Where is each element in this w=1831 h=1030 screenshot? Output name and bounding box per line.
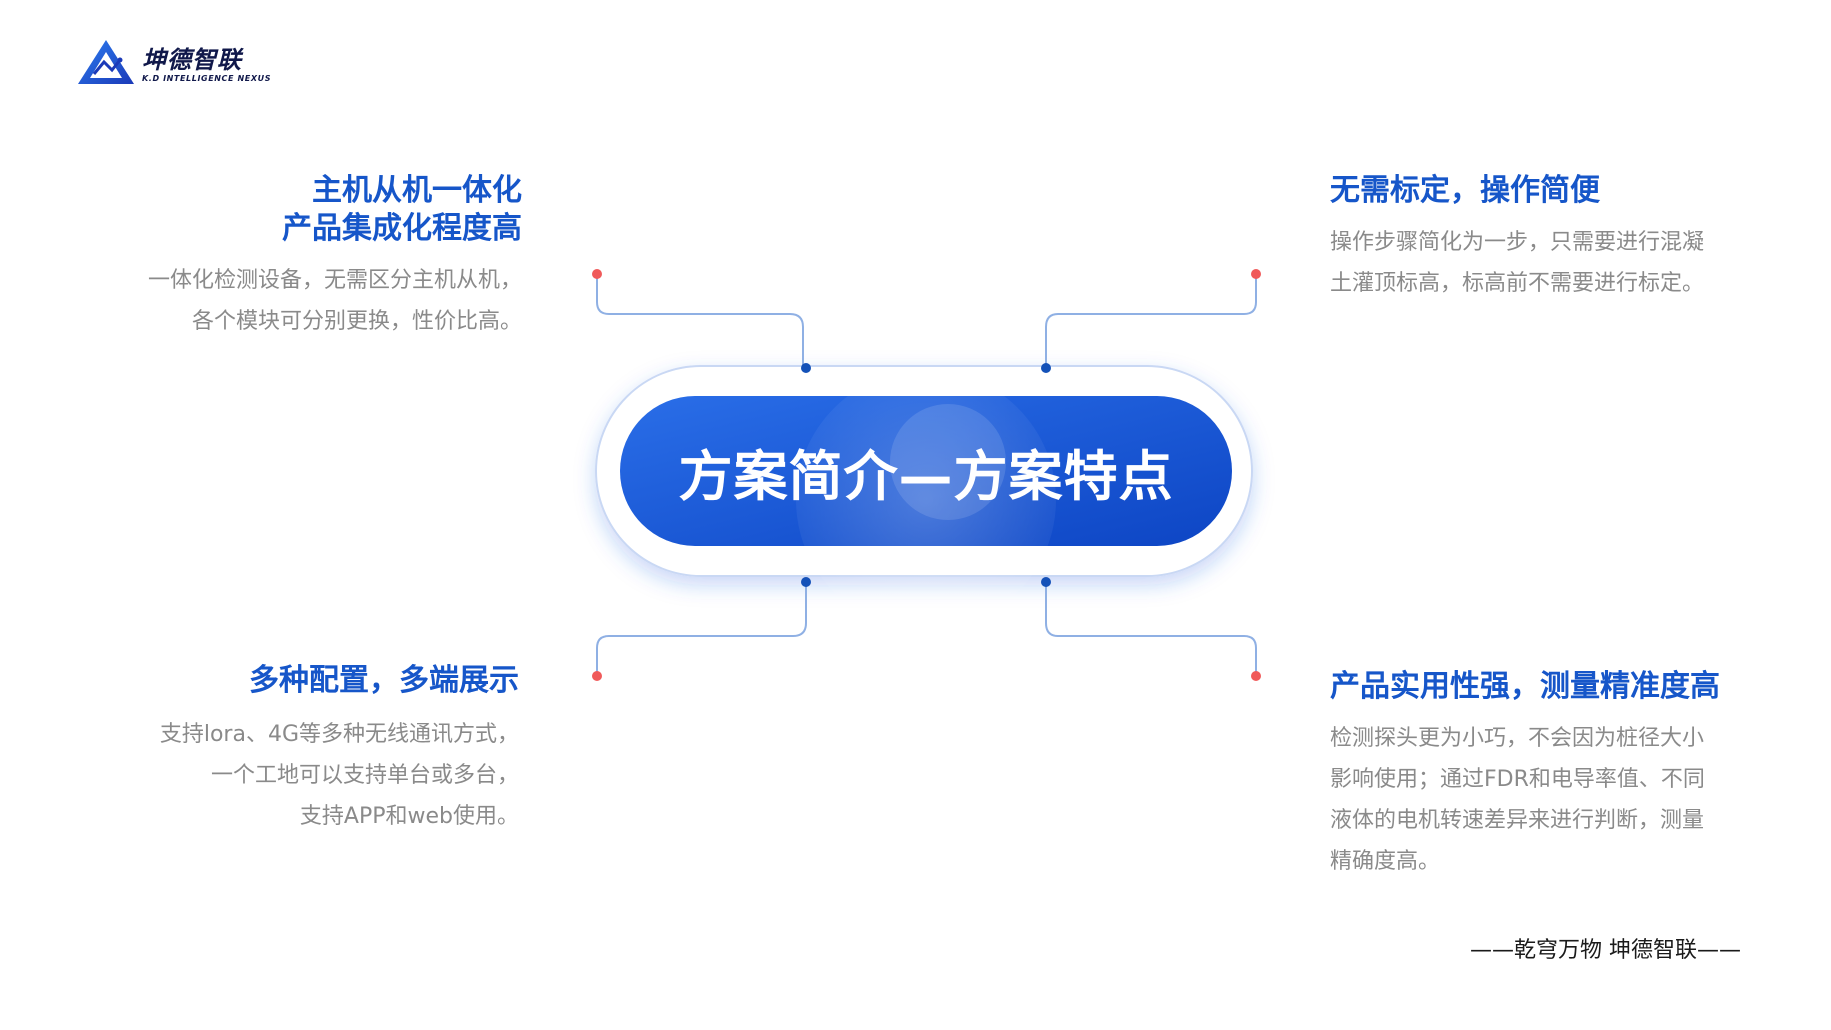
body-line: 影响使用；通过FDR和电导率值、不同 [1330, 767, 1705, 792]
feature-bottom-right: 产品实用性强，测量精准度高 检测探头更为小巧，不会因为桩径大小 影响使用；通过F… [1330, 668, 1750, 882]
heading-line: 多种配置，多端展示 [249, 663, 519, 698]
heading-line: 主机从机一体化 [312, 173, 522, 208]
body-line: 一体化检测设备，无需区分主机从机， [147, 268, 522, 293]
body-line: 精确度高。 [1330, 849, 1441, 874]
connector-bottom-right [1045, 582, 1257, 675]
logo-tagline: K.D INTELLIGENCE NEXUS [142, 74, 272, 83]
feature-body: 一体化检测设备，无需区分主机从机， 各个模块可分别更换，性价比高。 [102, 260, 522, 342]
connector-top-left [596, 276, 804, 366]
feature-body: 操作步骤简化为一步，只需要进行混凝 土灌顶标高，标高前不需要进行标定。 [1330, 222, 1750, 304]
feature-body: 检测探头更为小巧，不会因为桩径大小 影响使用；通过FDR和电导率值、不同 液体的… [1330, 718, 1750, 882]
center-title: 方案简介—方案特点 [678, 444, 1174, 508]
feature-heading: 多种配置，多端展示 [99, 662, 519, 700]
feature-top-right: 无需标定，操作简便 操作步骤简化为一步，只需要进行混凝 土灌顶标高，标高前不需要… [1330, 172, 1750, 304]
dot-red-bottom-left [592, 671, 602, 681]
heading-line: 产品实用性强，测量精准度高 [1330, 669, 1720, 704]
dot-red-top-right [1251, 269, 1261, 279]
dot-red-bottom-right [1251, 671, 1261, 681]
dot-red-top-left [592, 269, 602, 279]
feature-bottom-left: 多种配置，多端展示 支持lora、4G等多种无线通讯方式， 一个工地可以支持单台… [99, 662, 519, 837]
brand-logo: 坤德智联 K.D INTELLIGENCE NEXUS [76, 38, 270, 88]
pill-bubble-top [890, 404, 1006, 520]
heading-line: 无需标定，操作简便 [1330, 173, 1600, 208]
feature-heading: 主机从机一体化 产品集成化程度高 [102, 172, 522, 248]
logo-name: 坤德智联 [142, 46, 242, 74]
dot-blue-bottom-right [1041, 577, 1051, 587]
body-line: 液体的电机转速差异来进行判断，测量 [1330, 808, 1705, 833]
body-line: 检测探头更为小巧，不会因为桩径大小 [1330, 726, 1705, 751]
body-line: 操作步骤简化为一步，只需要进行混凝 [1330, 230, 1705, 255]
footer-slogan: ——乾穹万物 坤德智联—— [1470, 938, 1741, 963]
body-line: 一个工地可以支持单台或多台， [210, 763, 519, 788]
dot-blue-top-right [1041, 363, 1051, 373]
body-line: 支持APP和web使用。 [299, 804, 519, 829]
connector-top-right [1045, 276, 1257, 366]
body-line: 各个模块可分别更换，性价比高。 [191, 309, 522, 334]
feature-top-left: 主机从机一体化 产品集成化程度高 一体化检测设备，无需区分主机从机， 各个模块可… [102, 172, 522, 342]
connector-bottom-left [596, 582, 807, 675]
feature-heading: 无需标定，操作简便 [1330, 172, 1750, 210]
feature-heading: 产品实用性强，测量精准度高 [1330, 668, 1750, 706]
body-line: 支持lora、4G等多种无线通讯方式， [159, 722, 519, 747]
dot-blue-top-left [801, 363, 811, 373]
feature-body: 支持lora、4G等多种无线通讯方式， 一个工地可以支持单台或多台， 支持APP… [99, 714, 519, 837]
dot-blue-bottom-left [801, 577, 811, 587]
heading-line: 产品集成化程度高 [282, 211, 522, 246]
body-line: 土灌顶标高，标高前不需要进行标定。 [1330, 271, 1705, 296]
logo-mark-icon [78, 40, 134, 84]
pill-bubble-large [796, 370, 1056, 630]
